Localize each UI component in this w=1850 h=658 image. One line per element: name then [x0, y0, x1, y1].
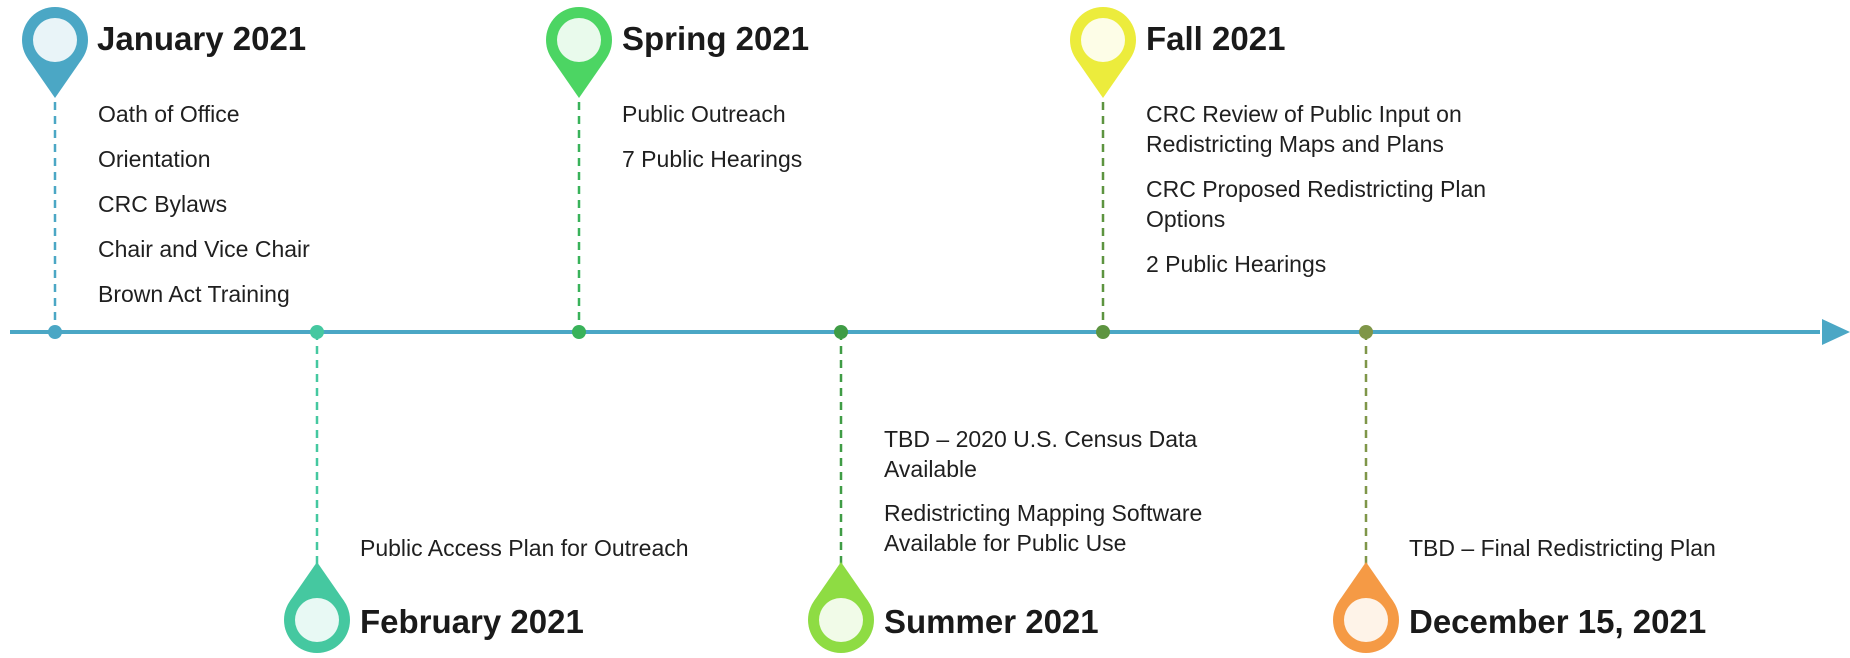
milestone-dec-axis-dot: [1359, 325, 1373, 339]
milestone-feb-axis-dot: [310, 325, 324, 339]
pin-inner: [295, 598, 339, 642]
timeline-arrowhead: [1822, 319, 1850, 345]
milestone-fall-item: CRC Proposed Redistricting Plan Options: [1146, 176, 1487, 232]
milestone-fall-items: CRC Review of Public Input on Redistrict…: [1146, 99, 1546, 294]
milestone-summer-item: TBD – 2020 U.S. Census Data Available: [884, 426, 1198, 482]
milestone-jan-item: CRC Bylaws: [98, 191, 228, 217]
pin-tip: [28, 59, 82, 98]
milestone-summer-axis-dot: [834, 325, 848, 339]
pin-tip: [290, 562, 344, 601]
milestone-feb-pin-icon: [284, 562, 350, 653]
pin-tip: [814, 562, 868, 601]
milestone-spring-axis-dot: [572, 325, 586, 339]
pin-inner: [557, 18, 601, 62]
pin-inner: [1344, 598, 1388, 642]
milestone-jan-item: Oath of Office: [98, 101, 240, 127]
milestone-jan-item: Chair and Vice Chair: [98, 236, 310, 262]
milestone-jan-axis-dot: [48, 325, 62, 339]
milestone-spring-item: 7 Public Hearings: [622, 146, 803, 172]
milestone-fall-item: CRC Review of Public Input on Redistrict…: [1146, 101, 1462, 157]
milestone-dec-pin-icon: [1333, 562, 1399, 653]
pin-inner: [1081, 18, 1125, 62]
milestone-spring-item: Public Outreach: [622, 101, 786, 127]
milestone-spring-title: Spring 2021: [622, 20, 810, 57]
milestone-spring-pin-icon: [546, 7, 612, 98]
milestone-fall-item: 2 Public Hearings: [1146, 251, 1327, 277]
milestone-fall-pin-icon: [1070, 7, 1136, 98]
milestone-summer-items: TBD – 2020 U.S. Census Data Available Re…: [884, 424, 1254, 572]
milestone-dec-item: TBD – Final Redistricting Plan: [1409, 535, 1716, 561]
milestone-dec-items: TBD – Final Redistricting Plan: [1409, 533, 1829, 578]
milestone-summer-item: Redistricting Mapping Software Available…: [884, 500, 1203, 556]
pin-tip: [552, 59, 606, 98]
milestone-fall-axis-dot: [1096, 325, 1110, 339]
milestone-fall-title: Fall 2021: [1146, 20, 1286, 57]
milestone-jan-item: Orientation: [98, 146, 211, 172]
pin-tip: [1076, 59, 1130, 98]
milestone-summer-title: Summer 2021: [884, 603, 1099, 640]
pin-tip: [1339, 562, 1393, 601]
milestone-jan-items: Oath of Office Orientation CRC Bylaws Ch…: [98, 99, 398, 324]
milestone-spring-items: Public Outreach 7 Public Hearings: [622, 99, 922, 189]
milestone-jan-title: January 2021: [97, 20, 307, 57]
milestone-summer-pin-icon: [808, 562, 874, 653]
milestone-feb-title: February 2021: [360, 603, 584, 640]
pin-inner: [33, 18, 77, 62]
milestone-feb-items: Public Access Plan for Outreach: [360, 533, 780, 578]
milestone-jan-item: Brown Act Training: [98, 281, 290, 307]
pin-inner: [819, 598, 863, 642]
milestone-dec-title: December 15, 2021: [1409, 603, 1707, 640]
milestone-feb-item: Public Access Plan for Outreach: [360, 535, 689, 561]
milestone-jan-pin-icon: [22, 7, 88, 98]
